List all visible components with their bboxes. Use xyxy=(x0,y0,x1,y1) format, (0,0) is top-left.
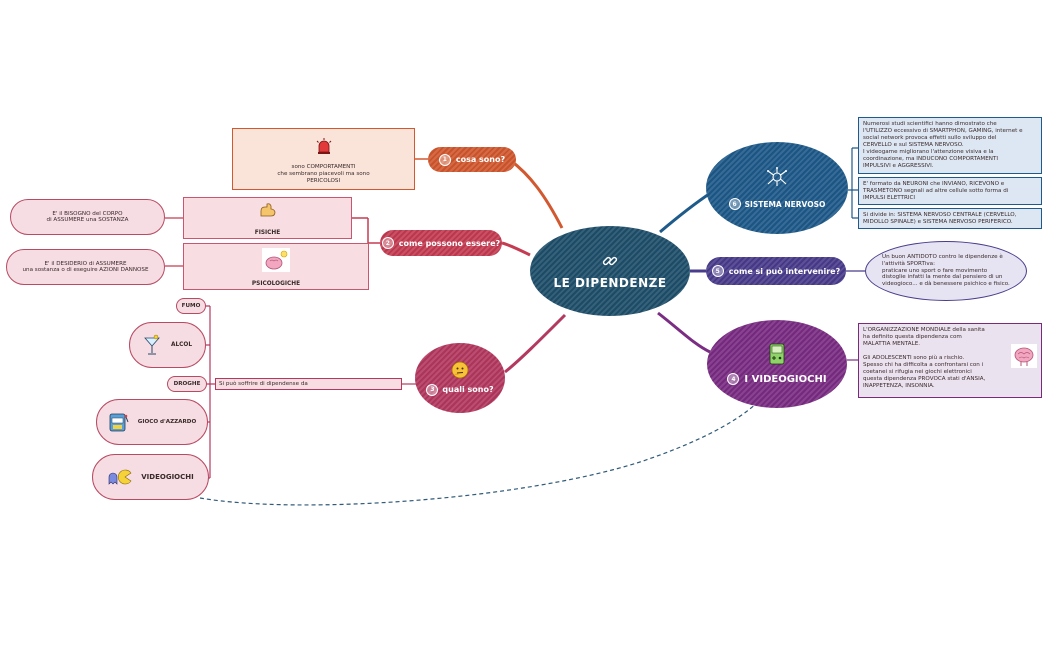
brain-idea-icon xyxy=(262,248,290,272)
branch-quali-sono[interactable]: 3 quali sono? xyxy=(415,343,505,413)
flexed-arm-icon xyxy=(260,203,275,217)
item-label: DROGHE xyxy=(173,381,201,387)
item-fumo: FUMO xyxy=(176,298,206,314)
branch-label: come possono essere? xyxy=(398,238,501,248)
cosa-sono-note-box: sono COMPORTAMENTI che sembrano piacevol… xyxy=(232,128,415,190)
sistema-nervoso-note-2: E' formato da NEURONI che INVIANO, RICEV… xyxy=(858,177,1042,205)
central-node[interactable]: LE DIPENDENZE xyxy=(530,226,690,316)
item-label: ALCOL xyxy=(170,342,193,348)
item-droghe: DROGHE xyxy=(167,376,207,392)
brain-icon xyxy=(1011,344,1037,368)
videogiochi-note: L'ORGANIZZAZIONE MONDIALE della sanita h… xyxy=(863,327,986,389)
branch-label: cosa sono? xyxy=(455,155,506,164)
sistema-nervoso-note-1: Numerosi studi scientifici hanno dimostr… xyxy=(858,117,1042,174)
branch-videogiochi[interactable]: 4 I VIDEOGIOCHI xyxy=(707,320,847,408)
branch-number: 5 xyxy=(711,265,724,277)
videogiochi-note-box: L'ORGANIZZAZIONE MONDIALE della sanita h… xyxy=(858,323,1042,398)
intervenire-note-bubble: Un buon ANTIDOTO contro le dipendenze è … xyxy=(865,241,1027,301)
cocktail-icon xyxy=(144,334,160,355)
branch-number: 1 xyxy=(438,153,451,166)
branch-label: come si può intervenire? xyxy=(728,266,841,276)
branch-number: 4 xyxy=(727,373,740,385)
psicologiche-desc-bubble: E' il DESIDERIO di ASSUMERE una sostanza… xyxy=(6,249,165,285)
pacman-icon xyxy=(108,469,132,485)
fisiche-box: FISICHE xyxy=(183,197,352,239)
intervenire-note: Un buon ANTIDOTO contro le dipendenze è … xyxy=(882,253,1010,288)
cosa-sono-note: sono COMPORTAMENTI che sembrano piacevol… xyxy=(277,164,370,185)
item-label: GIOCO d'AZZARDO xyxy=(137,419,197,425)
thinking-face-icon xyxy=(451,361,469,378)
psicologiche-box: PSICOLOGICHE xyxy=(183,243,369,290)
item-label: VIDEOGIOCHI xyxy=(141,473,194,481)
branch-number: 2 xyxy=(381,237,394,249)
branch-label: quali sono? xyxy=(442,385,494,394)
item-alcol: ALCOL xyxy=(129,322,206,368)
item-label: FUMO xyxy=(181,303,201,309)
branch-label: SISTEMA NERVOSO xyxy=(744,199,826,209)
fisiche-desc-bubble: E' il BISOGNO del CORPO di ASSUMERE una … xyxy=(10,199,165,235)
branch-label: I VIDEOGIOCHI xyxy=(744,373,827,385)
central-title: LE DIPENDENZE xyxy=(553,276,667,290)
sistema-nervoso-note-3: Si divide in: SISTEMA NERVOSO CENTRALE (… xyxy=(858,208,1042,229)
gameboy-icon xyxy=(769,343,785,365)
fisiche-desc: E' il BISOGNO del CORPO di ASSUMERE una … xyxy=(46,211,129,223)
branch-number: 6 xyxy=(728,198,741,210)
branch-sistema-nervoso[interactable]: 6 SISTEMA NERVOSO xyxy=(706,142,848,234)
item-videogiochi: VIDEOGIOCHI xyxy=(92,454,209,500)
item-gioco-azzardo: GIOCO d'AZZARDO xyxy=(96,399,208,445)
branch-cosa-sono[interactable]: 1 cosa sono? xyxy=(428,147,516,172)
psicologiche-desc: E' il DESIDERIO di ASSUMERE una sostanza… xyxy=(22,261,149,273)
slot-machine-icon xyxy=(109,413,129,432)
quali-sono-connector-text: Si può soffrire di dipendense da xyxy=(219,381,308,387)
branch-number: 3 xyxy=(426,383,439,396)
neuron-icon xyxy=(767,167,787,186)
branch-intervenire[interactable]: 5 come si può intervenire? xyxy=(706,257,846,285)
branch-come-possono[interactable]: 2 come possono essere? xyxy=(380,230,502,256)
psicologiche-label: PSICOLOGICHE xyxy=(251,281,301,287)
fisiche-label: FISICHE xyxy=(254,230,281,236)
quali-sono-connector-box: Si può soffrire di dipendense da xyxy=(215,378,402,390)
siren-icon xyxy=(316,138,331,154)
link-icon xyxy=(602,256,618,266)
